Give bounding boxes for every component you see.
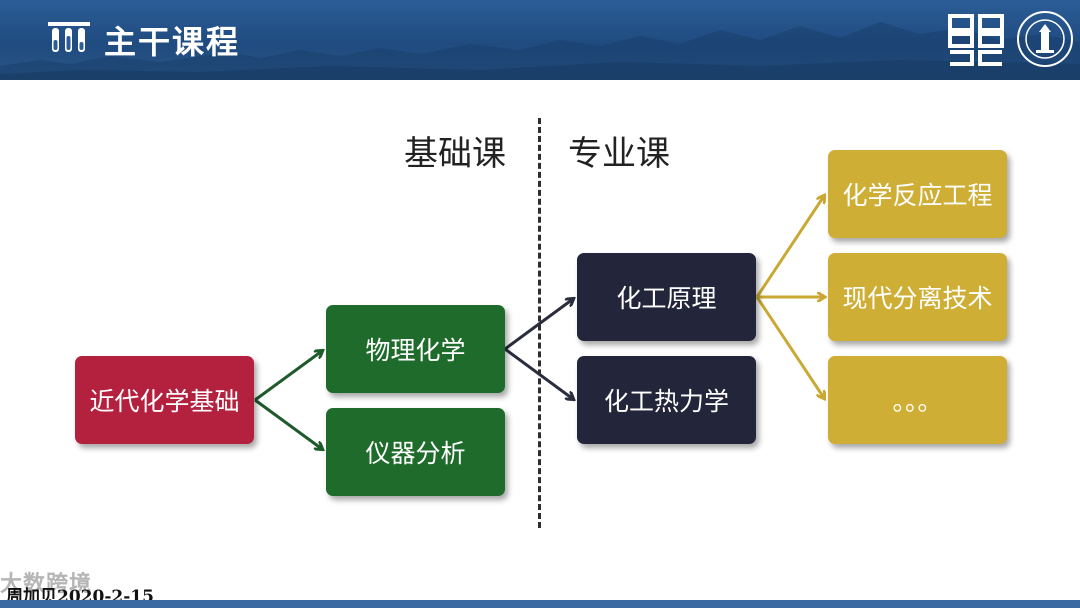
arrow-physical-chem-to-principles: [504, 299, 573, 351]
school-emblem-grid-icon: [948, 14, 1004, 66]
university-seal-icon: [1017, 11, 1073, 67]
node-root: 近代化学基础: [75, 356, 254, 444]
node-reaction-eng: 化学反应工程: [828, 150, 1007, 238]
watermark: 大数跨境: [0, 572, 93, 597]
node-instrument-analysis: 仪器分析: [326, 408, 505, 496]
arrow-physical-chem-to-thermo: [504, 347, 573, 399]
node-physical-chem: 物理化学: [326, 305, 505, 393]
arrow-root-to-instrument-analysis: [254, 398, 322, 449]
page-title: 主干课程: [104, 23, 241, 61]
arrow-principles-to-reaction-eng: [755, 196, 824, 298]
arrow-principles-to-more: [755, 296, 824, 398]
test-tubes-icon: [48, 22, 90, 52]
section-heading-basic: 基础课: [404, 134, 506, 174]
header-banner: 主干课程: [0, 0, 1080, 80]
bottom-band: [0, 600, 1080, 608]
node-chem-eng-thermo: 化工热力学: [577, 356, 756, 444]
node-more: 。。。: [828, 356, 1007, 444]
section-heading-professional: 专业课: [568, 134, 670, 174]
node-chem-eng-principles: 化工原理: [577, 253, 756, 341]
arrow-root-to-physical-chem: [254, 351, 322, 402]
campus-skyline-background: [0, 22, 1080, 80]
node-modern-separation: 现代分离技术: [828, 253, 1007, 341]
